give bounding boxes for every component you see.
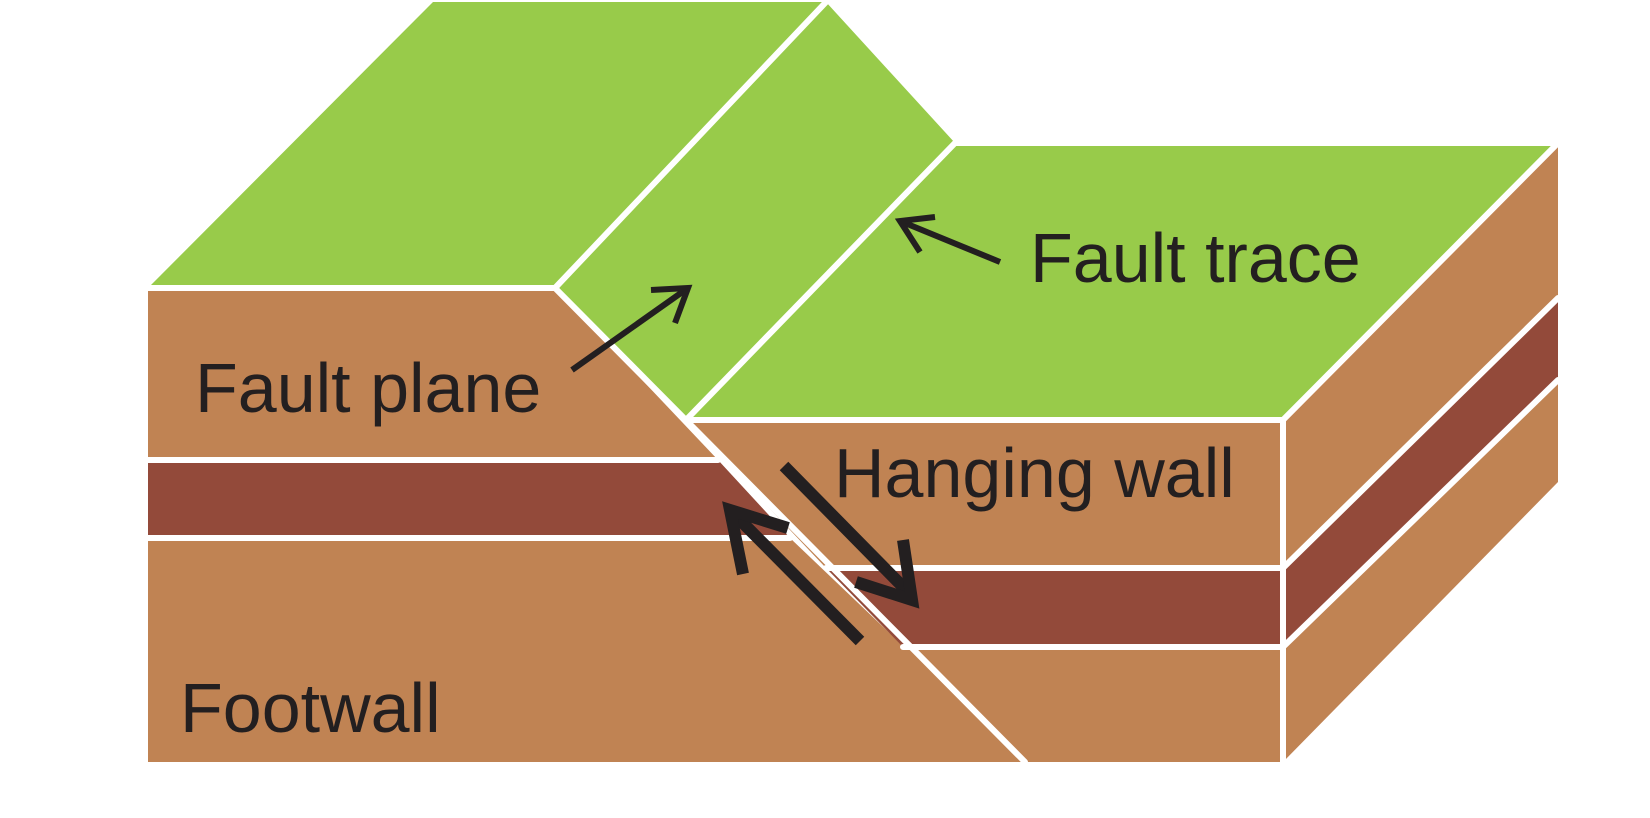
hanging-wall-rock-layer — [826, 568, 1283, 647]
footwall-top-surface — [148, 2, 826, 288]
right-side-rock-layer — [1283, 298, 1558, 647]
hanging-wall-front-upper-soil — [686, 420, 1283, 568]
footwall-front-upper-soil — [148, 288, 718, 460]
hanging-wall-top-surface — [686, 143, 1558, 420]
footwall-rock-layer — [148, 460, 790, 538]
fault-trace-label: Fault trace — [1030, 219, 1361, 297]
annotation-arrows — [570, 214, 1002, 646]
hanging-wall-label: Hanging wall — [834, 434, 1235, 512]
footwall-label: Footwall — [180, 669, 441, 747]
fault-plane-label: Fault plane — [195, 349, 541, 427]
right-side-upper-soil — [1283, 143, 1558, 568]
hanging-wall-block — [686, 143, 1558, 762]
fault-plane-pointer-arrow — [570, 284, 693, 373]
fault-scarp-surface — [555, 2, 955, 420]
fault-trace-pointer-arrow — [894, 214, 1002, 265]
hanging-wall-down-arrow — [779, 461, 920, 609]
block-edges — [145, 0, 1561, 765]
footwall-up-arrow — [722, 501, 865, 646]
right-side-lower-soil — [1283, 380, 1558, 762]
